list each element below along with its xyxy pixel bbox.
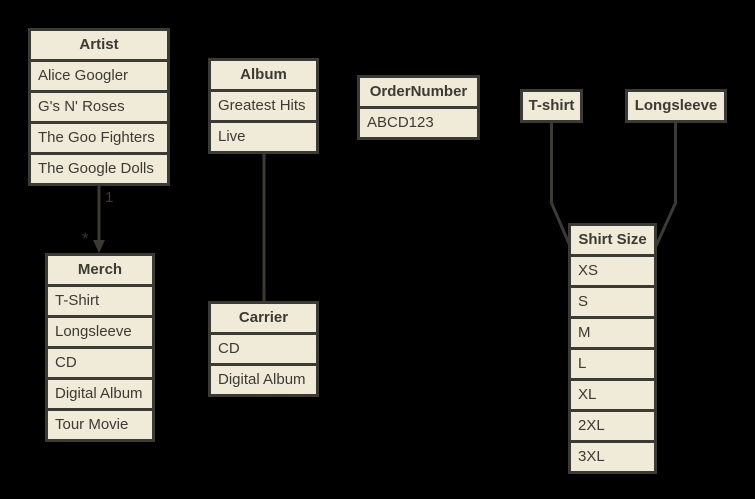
table-row: The Goo Fighters: [31, 124, 167, 152]
table-row: XL: [571, 381, 654, 409]
table-title: Merch: [48, 256, 152, 284]
table-title: Artist: [31, 31, 167, 59]
table-carrier: Carrier CD Digital Album: [208, 301, 319, 397]
table-row: S: [571, 288, 654, 316]
table-row: ABCD123: [360, 109, 477, 137]
table-title: T-shirt: [523, 92, 580, 120]
table-row: 3XL: [571, 443, 654, 471]
arrowhead-icon: [93, 240, 105, 253]
table-row: CD: [48, 349, 152, 377]
table-rows: ABCD123: [360, 109, 477, 137]
table-row: T-Shirt: [48, 287, 152, 315]
multiplicity-many-label: *: [82, 229, 89, 248]
table-row: Live: [211, 123, 316, 151]
edge-tshirt-shirtsize: [550, 121, 572, 247]
table-row: XS: [571, 257, 654, 285]
table-row: G's N' Roses: [31, 93, 167, 121]
table-row: The Google Dolls: [31, 155, 167, 183]
table-row: Digital Album: [48, 380, 152, 408]
table-row: M: [571, 319, 654, 347]
multiplicity-one-label: 1: [105, 189, 114, 206]
table-longsleeve: Longsleeve: [625, 89, 727, 123]
table-row: CD: [211, 335, 316, 363]
table-rows: CD Digital Album: [211, 335, 316, 394]
table-row: 2XL: [571, 412, 654, 440]
table-title: Album: [211, 61, 316, 89]
table-row: Alice Googler: [31, 62, 167, 90]
edge-longsleeve-shirtsize: [654, 121, 677, 247]
table-row: Tour Movie: [48, 411, 152, 439]
table-order-number: OrderNumber ABCD123: [357, 75, 480, 140]
table-title: Shirt Size: [571, 226, 654, 254]
table-title: Carrier: [211, 304, 316, 332]
table-row: Greatest Hits: [211, 92, 316, 120]
table-title: OrderNumber: [360, 78, 477, 106]
table-tshirt: T-shirt: [520, 89, 583, 123]
table-row: Longsleeve: [48, 318, 152, 346]
table-title: Longsleeve: [628, 92, 724, 120]
table-row: L: [571, 350, 654, 378]
table-row: Digital Album: [211, 366, 316, 394]
